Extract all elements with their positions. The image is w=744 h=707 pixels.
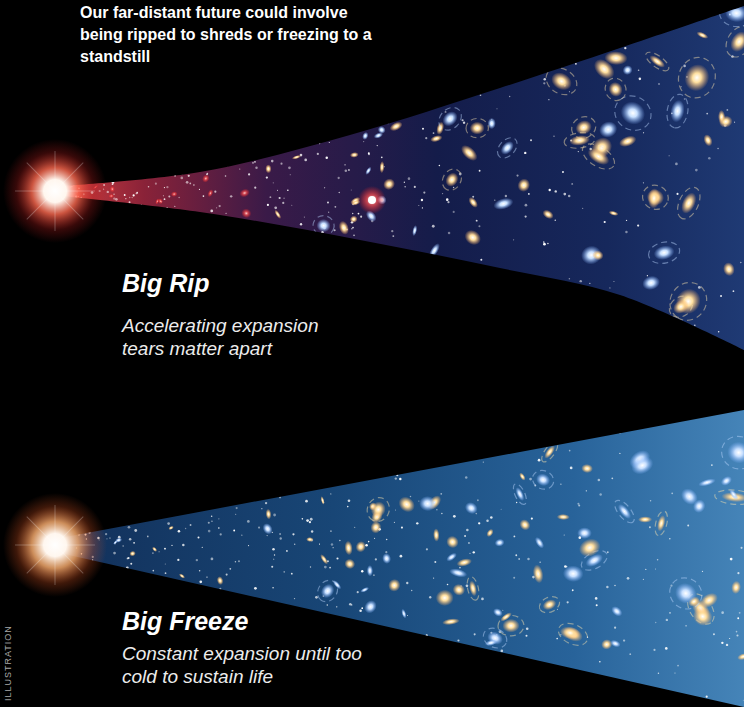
label-slot: ILLUSTRATION (3, 625, 14, 701)
big-bang-burst (3, 139, 107, 243)
title: Our far-distant future could involve bei… (80, 2, 380, 68)
scenario-heading: Big Freeze (122, 606, 248, 636)
credit-label: ILLUSTRATION (3, 625, 14, 701)
galaxy-field (69, 0, 744, 333)
cone-body (60, 410, 744, 707)
text-slot: Constant expansion until too cold to sus… (122, 642, 384, 688)
text-slot: Big Rip (122, 268, 210, 298)
scenario-description: Constant expansion until too cold to sus… (122, 642, 384, 688)
expansion-cone: Big FreezeConstant expansion until too c… (0, 370, 744, 707)
cone-body (62, 6, 744, 350)
title-slot: Our far-distant future could involve bei… (80, 2, 380, 68)
scenario-description: Accelerating expansion tears matter apar… (122, 314, 362, 360)
big-bang-burst (3, 493, 107, 597)
galaxy-field (76, 431, 744, 701)
cone-illustration (0, 370, 744, 707)
scenario-heading: Big Rip (122, 268, 210, 298)
text-slot: Big Freeze (122, 606, 248, 636)
text-slot: Accelerating expansion tears matter apar… (122, 314, 362, 360)
